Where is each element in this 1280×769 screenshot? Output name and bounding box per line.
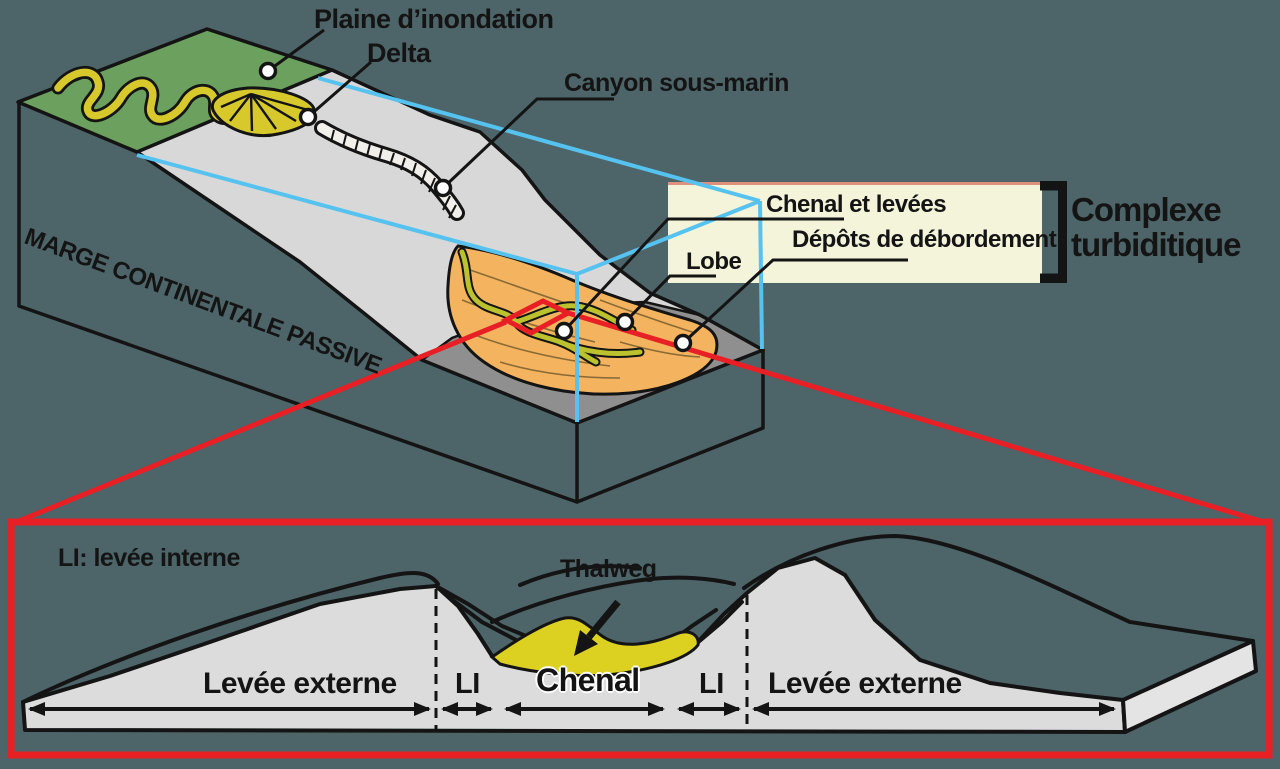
zoom-connector-lines [13,298,1268,526]
submarine-canyon-label: Canyon sous-marin [564,69,789,97]
inner-levee-left-label: LI [455,668,480,700]
inner-levee-right-label: LI [699,668,724,700]
cross-section-side-face [1121,639,1258,734]
projection-lines [136,76,764,422]
outer-levee-right-label: Levée externe [768,667,962,700]
delta-fan [210,86,316,137]
red-frame [7,518,1273,759]
turbidite-complex-label: Complexe turbiditique [1071,191,1241,263]
overbank-deposits-label: Dépôts de débordement [792,226,1057,253]
channel-label: Chenal [536,662,640,698]
inner-levee-legend: LI: levée interne [58,544,240,572]
lobe-label: Lobe [686,248,742,275]
zoom-highlight-rect [500,298,574,336]
block-edges [17,68,765,504]
crest-dashed-lines [434,589,749,729]
outer-levee-left-label: Levée externe [203,667,397,700]
marker-dots [258,61,693,353]
delta-label: Delta [367,38,431,68]
deep-sea-fan [446,244,719,396]
cross-section-face [21,556,1127,734]
channel-levees-label: Chenal et levées [766,191,947,218]
floodplain-label: Plaine d’inondation [314,4,554,34]
bracket-icon [1040,181,1067,283]
submarine-canyon [314,120,465,221]
channel-fill [489,616,700,678]
turbidite-complex-line2: turbiditique [1071,225,1241,263]
turbidite-complex-line1: Complexe [1071,191,1222,228]
thalweg-arrow [574,599,621,656]
turbidite-label-box [668,181,1067,283]
leader-lines [267,28,908,345]
thalweg-label: Thalweg [560,555,657,583]
relief-outlines [21,533,1255,704]
continental-block [16,27,765,504]
cross-section-panel [7,518,1273,759]
